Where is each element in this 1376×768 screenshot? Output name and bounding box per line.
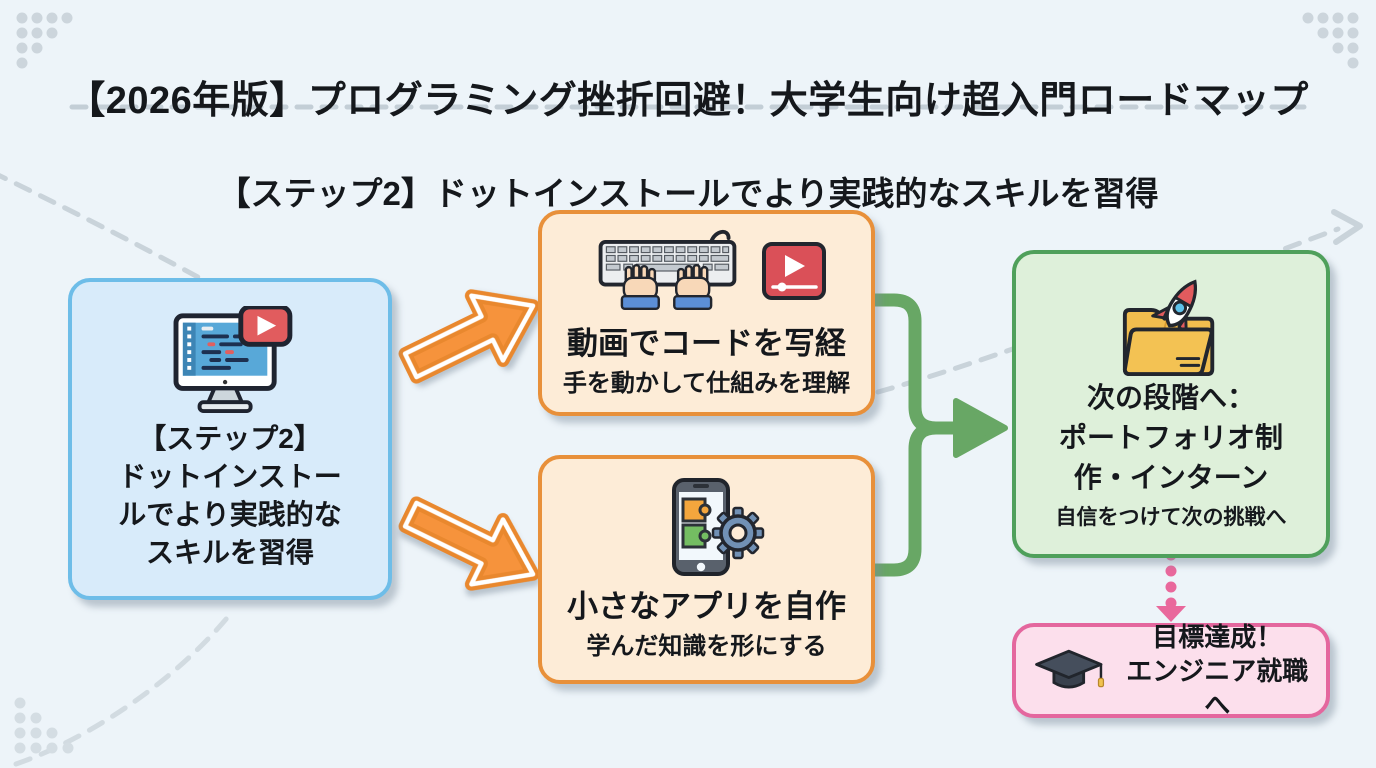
step2-line: スキルを習得: [145, 537, 314, 568]
node-step2: 【ステップ2】 ドットインストー ルでより実践的な スキルを習得: [68, 278, 392, 600]
keyboard-hands-icon: [598, 229, 736, 311]
small-app-title: 小さなアプリを自作: [567, 588, 846, 624]
goal-line: 目標達成！: [1152, 621, 1283, 652]
step2-line: ルでより実践的な: [118, 499, 342, 530]
goal-line: エンジニア就職へ: [1126, 655, 1309, 720]
arrow-step-to-app: [398, 496, 540, 591]
page-title: 【2026年版】プログラミング挫折回避！大学生向け超入門ロードマップ: [67, 80, 1309, 123]
dashed-curve-left: [0, 173, 221, 291]
gear-icon: [711, 506, 764, 559]
dot-grid-bottom-left: [14, 697, 74, 754]
node-goal: 目標達成！ エンジニア就職へ: [1012, 621, 1330, 720]
next-stage-line: 次の段階へ：: [1086, 382, 1255, 413]
step2-line: 【ステップ2】: [138, 423, 322, 454]
monitor-code-video-icon: [173, 306, 293, 414]
video-copy-title: 動画でコードを写経: [567, 326, 846, 361]
dashed-curve-bottom-left: [13, 609, 235, 767]
arrow-step-to-video: [398, 289, 540, 384]
dot-grid-top-right: [1302, 12, 1359, 69]
connector-merge-to-next-stage: [874, 293, 1008, 577]
node-small-app: 小さなアプリを自作 学んだ知識を形にする: [538, 455, 875, 684]
next-stage-subtitle: 自信をつけて次の挑戦へ: [1055, 506, 1287, 529]
page-subtitle: 【ステップ2】ドットインストールでより実践的なスキルを習得: [217, 175, 1159, 213]
step2-line: ドットインストー: [118, 461, 342, 492]
video-player-icon: [761, 242, 826, 300]
folder-rocket-icon: [1122, 279, 1215, 377]
arrow-next-stage-to-goal: [1156, 549, 1186, 622]
graduation-cap-icon: [1035, 649, 1105, 689]
dashed-curve-arrowhead: [1331, 209, 1363, 245]
next-stage-line: ポートフォリオ制: [1058, 422, 1283, 453]
next-stage-line: 作・インターン: [1073, 462, 1269, 493]
smartphone-puzzle-icon: [671, 477, 764, 576]
dot-grid-top-left: [16, 12, 73, 69]
small-app-subtitle: 学んだ知識を形にする: [586, 632, 827, 660]
video-copy-subtitle: 手を動かして仕組みを理解: [562, 370, 851, 397]
node-next-stage: 次の段階へ： ポートフォリオ制 作・インターン 自信をつけて次の挑戦へ: [1012, 250, 1330, 558]
node-video-copy: 動画でコードを写経 手を動かして仕組みを理解: [538, 210, 875, 416]
